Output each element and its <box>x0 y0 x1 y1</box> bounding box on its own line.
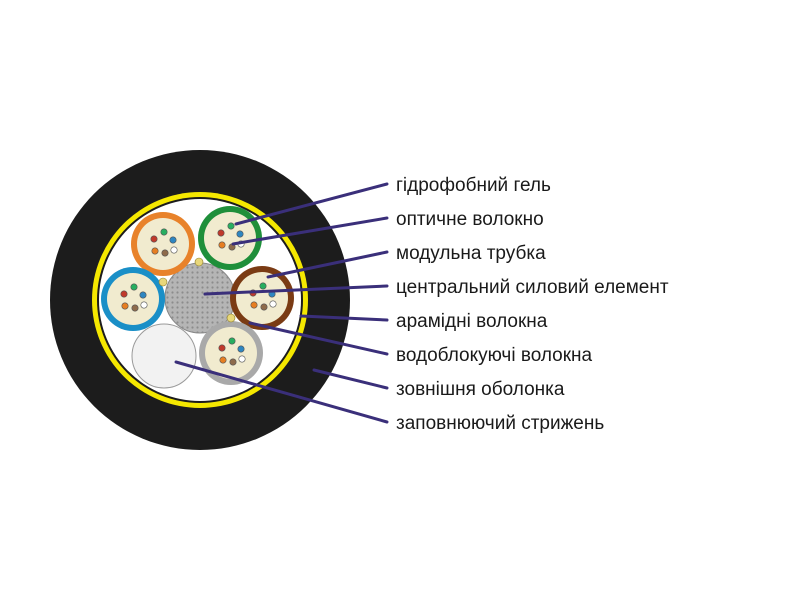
water-blocking-yarn <box>158 277 168 287</box>
label-filler-rod: заповнюючий стрижень <box>396 413 604 434</box>
hydrophobic-gel <box>205 327 257 379</box>
water-blocking-yarn <box>226 313 236 323</box>
optical-fiber <box>151 247 159 255</box>
optical-fiber <box>236 230 244 238</box>
optical-fiber <box>218 241 226 249</box>
optical-fiber <box>161 249 169 257</box>
label-water-blocking-fibers: водоблокуючі волокна <box>396 345 593 366</box>
hydrophobic-gel <box>204 212 256 264</box>
label-optical-fiber: оптичне волокно <box>396 209 544 230</box>
optical-fiber <box>169 236 177 244</box>
leader-line-3 <box>266 250 389 279</box>
optical-fiber <box>238 355 246 363</box>
leader-line-2 <box>231 216 389 246</box>
optical-fiber <box>228 337 236 345</box>
leader-line-6 <box>248 321 389 356</box>
leader-line-7 <box>312 368 389 390</box>
optical-fiber <box>121 302 129 310</box>
cable-cross-section <box>50 150 350 450</box>
optical-fiber <box>120 290 128 298</box>
optical-fiber <box>139 291 147 299</box>
label-central-strength-member: центральний силовий елемент <box>396 277 669 298</box>
optical-fiber <box>160 228 168 236</box>
label-list: гідрофобний гель оптичне волокно модульн… <box>396 175 669 434</box>
leader-line-1 <box>234 182 389 226</box>
hydrophobic-gel <box>236 272 288 324</box>
optical-fiber <box>229 358 237 366</box>
optical-fiber <box>227 222 235 230</box>
optical-fiber <box>130 283 138 291</box>
optical-fiber <box>150 235 158 243</box>
leader-line-8 <box>174 360 389 424</box>
optical-fiber <box>217 229 225 237</box>
leader-line-5 <box>299 314 389 322</box>
optical-fiber <box>218 344 226 352</box>
label-outer-sheath: зовнішня оболонка <box>396 379 565 400</box>
hydrophobic-gel <box>107 273 159 325</box>
optical-fiber <box>131 304 139 312</box>
optical-fiber <box>250 301 258 309</box>
optical-fiber <box>260 303 268 311</box>
optical-fiber <box>170 246 178 254</box>
filler-rod <box>131 323 197 389</box>
optical-fiber <box>259 282 267 290</box>
leader-line-4 <box>203 284 389 296</box>
optical-fiber <box>140 301 148 309</box>
label-aramid-fibers: арамідні волокна <box>396 311 548 332</box>
label-hydrophobic-gel: гідрофобний гель <box>396 175 551 196</box>
optical-fiber <box>219 356 227 364</box>
water-blocking-yarn <box>194 257 204 267</box>
optical-fiber <box>269 300 277 308</box>
optical-fiber <box>237 345 245 353</box>
label-module-tube: модульна трубка <box>396 243 546 264</box>
hydrophobic-gel <box>137 218 189 270</box>
leader-lines <box>174 182 389 424</box>
